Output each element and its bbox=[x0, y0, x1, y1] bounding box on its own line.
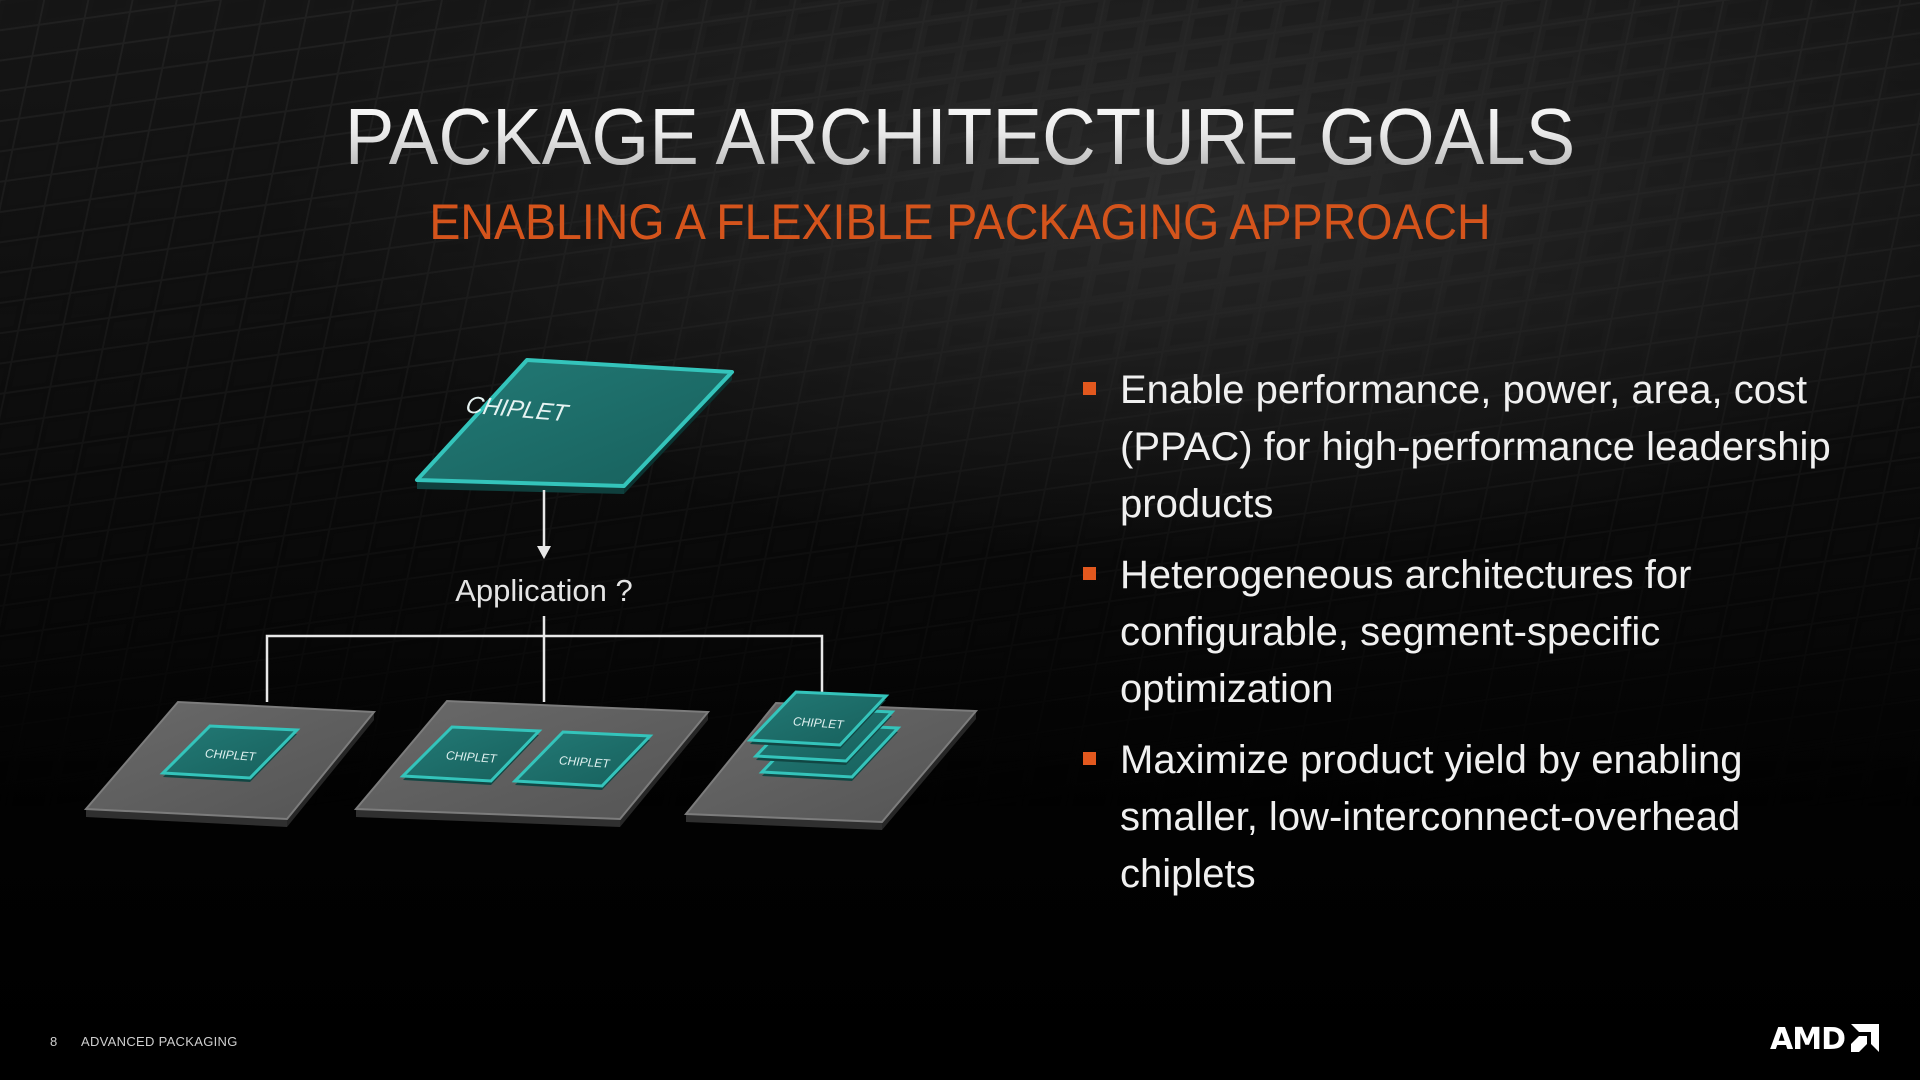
top-chiplet: CHIPLET bbox=[415, 358, 734, 494]
package-single-chiplet: CHIPLET bbox=[83, 700, 377, 827]
chiplet-label: CHIPLET bbox=[446, 748, 499, 766]
goal-text: Maximize product yield by enabling small… bbox=[1120, 738, 1743, 896]
package-stacked-chiplet: CHIPLET bbox=[683, 690, 979, 830]
chiplet: CHIPLET bbox=[159, 724, 301, 782]
application-label: Application ? bbox=[455, 573, 633, 608]
goal-item: Maximize product yield by enabling small… bbox=[1082, 732, 1842, 903]
chiplet: CHIPLET bbox=[399, 725, 543, 785]
chiplet-label: CHIPLET bbox=[793, 714, 846, 732]
chiplet: CHIPLET bbox=[511, 730, 654, 790]
page-number: 8 bbox=[50, 1034, 58, 1049]
chiplet-stack: CHIPLET bbox=[746, 690, 902, 781]
package-dual-chiplet: CHIPLET CHIPLET bbox=[353, 699, 711, 827]
slide-subtitle: ENABLING A FLEXIBLE PACKAGING APPROACH bbox=[429, 194, 1491, 250]
slide-title: PACKAGE ARCHITECTURE GOALS bbox=[67, 92, 1853, 182]
chiplet-label: CHIPLET bbox=[559, 753, 612, 771]
square-bullet-icon bbox=[1083, 382, 1096, 395]
amd-logo: AMD bbox=[1770, 1021, 1879, 1057]
footer-section-label: ADVANCED PACKAGING bbox=[81, 1034, 238, 1049]
goal-item: Enable performance, power, area, cost (P… bbox=[1082, 362, 1842, 533]
connector-lines bbox=[265, 616, 824, 702]
square-bullet-icon bbox=[1083, 567, 1096, 580]
down-arrow-icon bbox=[537, 490, 551, 559]
goal-text: Heterogeneous architectures for configur… bbox=[1120, 553, 1692, 711]
logo-text: AMD bbox=[1770, 1021, 1846, 1057]
goals-list: Enable performance, power, area, cost (P… bbox=[1082, 362, 1842, 917]
amd-arrow-icon bbox=[1850, 1024, 1879, 1052]
goal-item: Heterogeneous architectures for configur… bbox=[1082, 547, 1842, 718]
goal-text: Enable performance, power, area, cost (P… bbox=[1120, 368, 1831, 526]
square-bullet-icon bbox=[1083, 752, 1096, 765]
chiplet-label: CHIPLET bbox=[205, 746, 258, 764]
